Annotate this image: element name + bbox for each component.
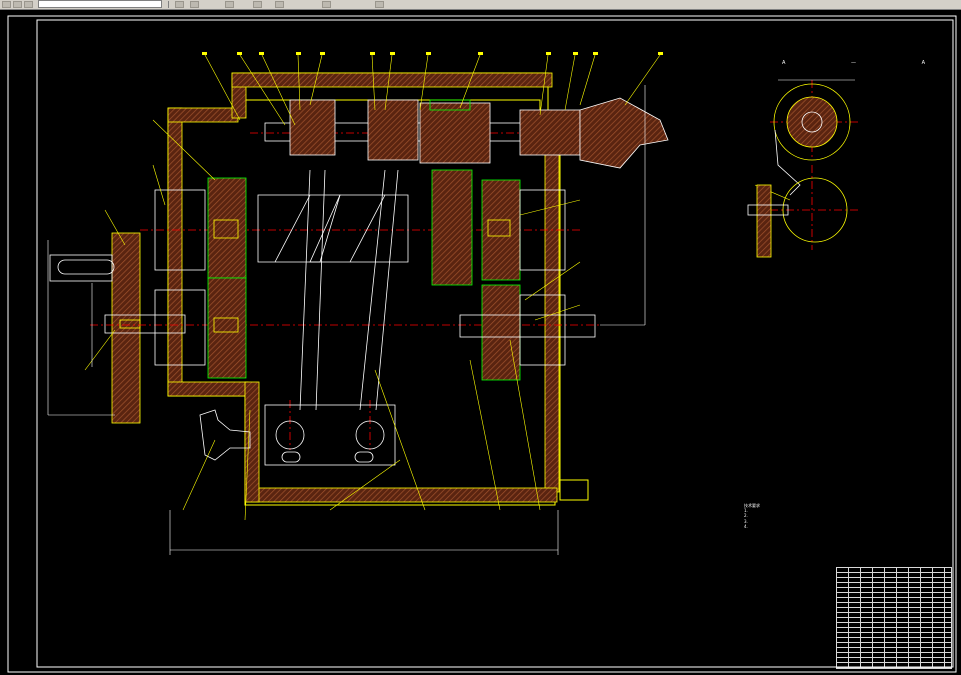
section-view-a-a — [747, 79, 855, 258]
technical-note-item: 2. — [744, 513, 748, 519]
connecting-rods — [264, 169, 399, 466]
open-icon[interactable] — [13, 1, 22, 8]
left-bearings — [154, 177, 247, 379]
section-label: A — A — [782, 60, 958, 66]
zoom-icon[interactable] — [253, 1, 262, 8]
handwheel-left — [49, 232, 186, 424]
toolbar-separator — [168, 1, 169, 8]
technical-note-item: 3. — [744, 518, 748, 524]
cam-cylinders — [257, 194, 409, 263]
save-icon[interactable] — [24, 1, 33, 8]
undo-icon[interactable] — [190, 1, 199, 8]
upper-shaft — [264, 97, 669, 169]
dimension-lines — [47, 85, 646, 555]
gearbox-housing — [167, 72, 589, 506]
layer-dropdown[interactable] — [38, 0, 162, 8]
pan-icon[interactable] — [275, 1, 284, 8]
window-controls[interactable] — [927, 0, 961, 9]
print-icon[interactable] — [175, 1, 184, 8]
label-markers — [202, 52, 663, 55]
layer-icon[interactable] — [322, 1, 331, 8]
toolbar — [0, 0, 961, 10]
drawing-inner-border — [36, 19, 954, 668]
drawing-outer-border — [7, 15, 957, 673]
new-icon[interactable] — [2, 1, 11, 8]
properties-icon[interactable] — [375, 1, 384, 8]
technical-note-item: 1. — [744, 508, 748, 514]
cad-drawing-canvas[interactable] — [0, 9, 961, 675]
technical-notes-heading: 技术要求 — [744, 503, 760, 508]
clamp-heads — [199, 409, 385, 463]
right-bearings — [431, 169, 596, 381]
title-block-table — [836, 567, 952, 669]
technical-note-item: 4. — [744, 523, 748, 529]
technical-notes: 技术要求 1. 2. 3. 4. — [744, 503, 760, 529]
leader-lines — [84, 54, 791, 521]
redo-icon[interactable] — [225, 1, 234, 8]
